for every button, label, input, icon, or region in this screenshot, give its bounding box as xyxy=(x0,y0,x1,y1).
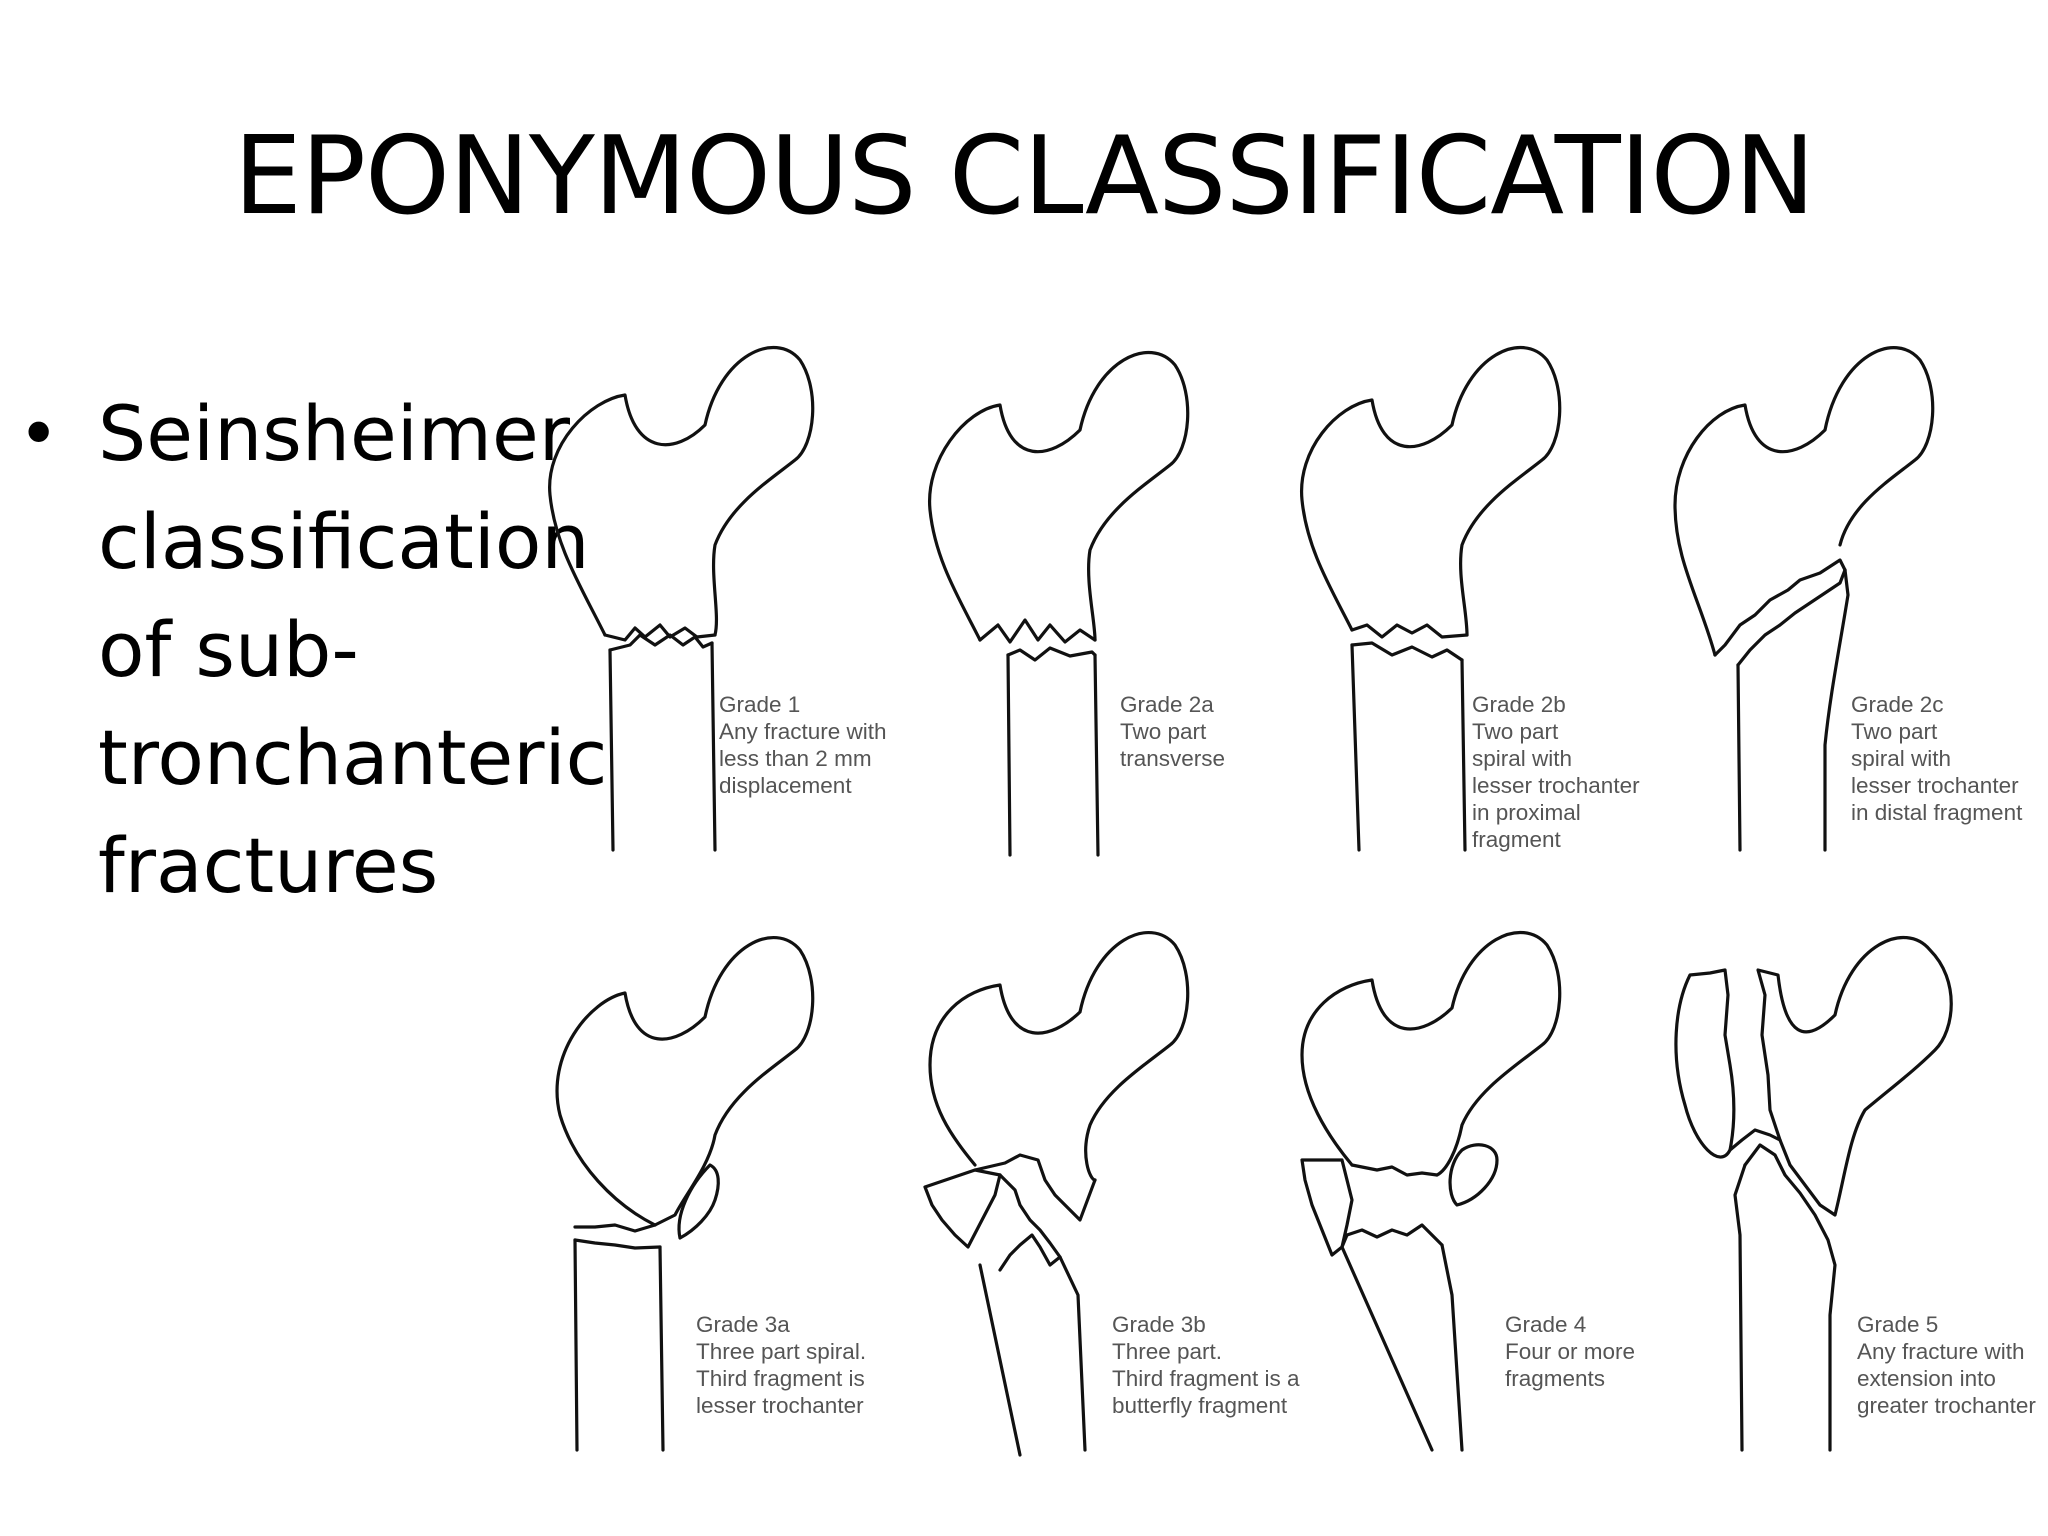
slide-title: EPONYMOUS CLASSIFICATION xyxy=(233,114,1816,239)
femur-grade-2c xyxy=(1673,346,1935,852)
femur-grade-4 xyxy=(1300,930,1562,1452)
bullet-text: Seinsheimer classification of sub- tronc… xyxy=(98,389,608,910)
bullet-marker: • xyxy=(18,393,60,475)
femur-grade-2b xyxy=(1300,345,1562,852)
femur-grade-5 xyxy=(1674,935,1953,1452)
femur-grade-3b xyxy=(923,930,1190,1457)
femur-grade-3a xyxy=(555,935,815,1452)
femur-grade-2a xyxy=(928,350,1190,857)
femur-grade-1 xyxy=(548,345,815,852)
